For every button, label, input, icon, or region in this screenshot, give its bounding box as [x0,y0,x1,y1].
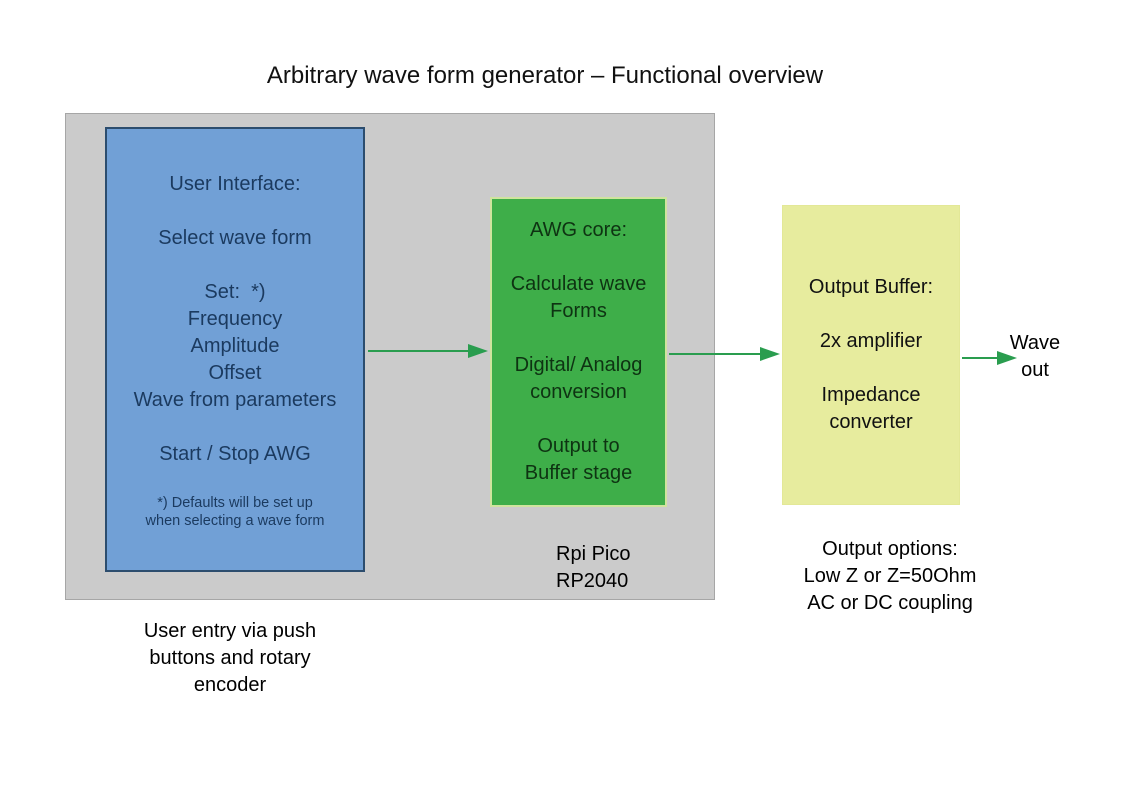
output-options-label: Output options: Low Z or Z=50Ohm AC or D… [770,536,1010,617]
ui-footnote: *) Defaults will be set up when selectin… [107,494,363,530]
ui-footnote-line: *) Defaults will be set up [157,495,313,511]
buffer-line [783,301,959,328]
awg-line [492,244,665,271]
awg-line: conversion [530,381,627,403]
awg-core-block: AWG core: Calculate wave Forms Digital/ … [490,197,667,507]
output-options-line: Output options: [822,538,958,560]
awg-line: Forms [550,300,607,322]
wave-out-label: Wave out [1001,330,1069,384]
ui-line: Start / Stop AWG [159,443,311,465]
awg-line [492,325,665,352]
ui-line: Set: *) [204,281,266,303]
output-options-line: Low Z or Z=50Ohm [803,565,977,587]
ui-line: Frequency [187,308,283,330]
rpi-pico-label-line: RP2040 [556,570,629,592]
buffer-line: 2x amplifier [819,330,923,352]
rpi-pico-label-line: Rpi Pico [556,543,631,565]
awg-line: AWG core: [529,219,628,241]
rpi-pico-label: Rpi Pico RP2040 [556,541,716,595]
user-entry-line: encoder [193,674,267,696]
output-buffer-block: Output Buffer: 2x amplifier Impedance co… [782,205,960,505]
diagram-title: Arbitrary wave form generator – Function… [266,62,824,89]
ui-footnote-line: when selecting a wave form [145,513,325,529]
awg-line: Buffer stage [524,462,633,484]
buffer-line: Impedance [821,384,921,406]
awg-line [492,406,665,433]
wave-out-line: Wave [1009,332,1061,354]
wave-out-line: out [1021,359,1049,381]
ui-line: Offset [208,362,262,384]
ui-line: Wave from parameters [133,389,337,411]
awg-line: Calculate wave [510,273,647,295]
output-options-line: AC or DC coupling [807,592,973,614]
buffer-line: Output Buffer: [808,276,934,298]
ui-line [107,198,363,225]
ui-line [107,252,363,279]
ui-line [107,414,363,441]
buffer-line [783,355,959,382]
ui-line: User Interface: [169,173,301,195]
user-entry-line: buttons and rotary [149,647,311,669]
awg-line: Output to [537,435,620,457]
buffer-line: converter [829,411,913,433]
user-entry-line: User entry via push [143,620,317,642]
user-entry-label: User entry via push buttons and rotary e… [110,618,350,699]
ui-line: Amplitude [190,335,280,357]
awg-line: Digital/ Analog [514,354,643,376]
user-interface-block: User Interface: Select wave form Set: *)… [105,127,365,572]
ui-line: Select wave form [158,227,312,249]
